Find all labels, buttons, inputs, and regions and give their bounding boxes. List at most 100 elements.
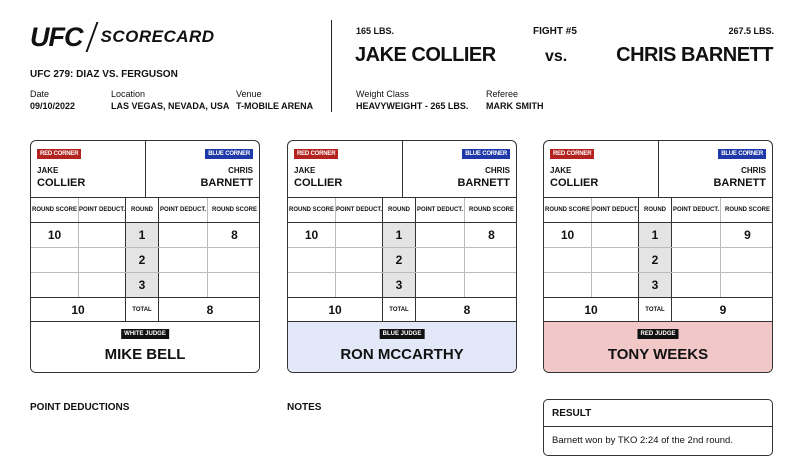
round-number: 1 (382, 223, 416, 247)
blue-last-name: BARNETT (457, 177, 510, 189)
result-divider (544, 426, 772, 427)
scorecard-label: SCORECARD (100, 27, 215, 46)
red-round-score-header: ROUND SCORE (544, 206, 590, 213)
red-round-score-header: ROUND SCORE (31, 206, 77, 213)
blue-round-score: 8 (207, 223, 259, 247)
red-point-deduct-header: POINT DEDUCT. (335, 198, 382, 222)
blue-last-name: BARNETT (713, 177, 766, 189)
blue-point-deduct (672, 223, 720, 247)
total-label: TOTAL (638, 298, 672, 321)
red-point-deduct-header: POINT DEDUCT. (591, 198, 638, 222)
round-number: 2 (382, 248, 416, 272)
referee-label: Referee (486, 89, 519, 99)
location-label: Location (111, 89, 146, 99)
score-header-row: ROUND SCORE POINT DEDUCT. ROUND POINT DE… (31, 198, 259, 223)
red-point-deduct (78, 223, 125, 247)
judge-name: RON MCCARTHY (340, 346, 464, 363)
blue-first-name: CHRIS (228, 166, 253, 175)
blue-corner-badge: BLUE CORNER (718, 149, 766, 159)
red-round-score (288, 248, 335, 272)
venue-label: Venue (236, 89, 262, 99)
blue-round-score-header: ROUND SCORE (720, 198, 772, 222)
judge-name: MIKE BELL (104, 346, 186, 363)
blue-total: 8 (206, 302, 214, 317)
red-point-deduct-header: POINT DEDUCT. (78, 198, 125, 222)
blue-round-score (207, 273, 259, 297)
blue-fighter-weight: 267.5 LBS. (728, 26, 774, 36)
red-first-name: JAKE (550, 166, 572, 175)
red-point-deduct (335, 248, 382, 272)
red-fighter-name: JAKE COLLIER (355, 44, 496, 66)
blue-round-score-header: ROUND SCORE (207, 198, 259, 222)
names-divider (658, 141, 659, 198)
red-total: 10 (584, 302, 598, 317)
red-first-name: JAKE (294, 166, 316, 175)
header-divider (331, 20, 332, 112)
round-number: 3 (638, 273, 672, 297)
red-last-name: COLLIER (294, 177, 343, 189)
judge-name: TONY WEEKS (607, 346, 709, 363)
scorecard-white-judge: RED CORNER BLUE CORNER JAKE COLLIER CHRI… (30, 140, 260, 373)
weight-class-label: Weight Class (356, 89, 409, 99)
red-point-deduct (78, 248, 125, 272)
blue-point-deduct (159, 273, 207, 297)
scorecard-names: RED CORNER BLUE CORNER JAKE COLLIER CHRI… (544, 141, 772, 198)
red-round-score (31, 273, 78, 297)
red-corner-badge: RED CORNER (37, 149, 82, 159)
names-divider (145, 141, 146, 198)
table-row: 3 (544, 273, 772, 298)
table-row: 3 (31, 273, 259, 298)
red-total: 10 (71, 302, 85, 317)
judge-badge: RED JUDGE (637, 329, 679, 339)
score-header-row: ROUND SCORE POINT DEDUCT. ROUND POINT DE… (544, 198, 772, 223)
round-number: 1 (125, 223, 159, 247)
blue-total: 8 (463, 302, 471, 317)
red-round-score (288, 273, 335, 297)
total-label: TOTAL (382, 298, 416, 321)
ufc-logo-text: UFC (30, 21, 83, 52)
blue-point-deduct (672, 273, 720, 297)
blue-round-score (207, 248, 259, 272)
red-point-deduct (78, 273, 125, 297)
red-point-deduct (591, 223, 638, 247)
red-round-score: 10 (47, 228, 62, 242)
table-row: 10 1 8 (31, 223, 259, 248)
table-row: 2 (288, 248, 516, 273)
blue-first-name: CHRIS (741, 166, 766, 175)
point-deductions-title: POINT DEDUCTIONS (30, 402, 130, 413)
blue-round-score: 9 (720, 223, 772, 247)
blue-round-score-header: ROUND SCORE (464, 198, 516, 222)
result-text: Barnett won by TKO 2:24 of the 2nd round… (552, 435, 733, 446)
red-round-score (544, 248, 591, 272)
blue-corner-badge: BLUE CORNER (462, 149, 510, 159)
red-point-deduct (335, 223, 382, 247)
round-header: ROUND (382, 198, 416, 222)
judge-section: BLUE JUDGE RON MCCARTHY (288, 322, 516, 372)
logo-slash (85, 22, 98, 52)
scorecard-red-judge: RED CORNER BLUE CORNER JAKE COLLIER CHRI… (543, 140, 773, 373)
round-number: 2 (125, 248, 159, 272)
round-number: 3 (125, 273, 159, 297)
date-value: 09/10/2022 (30, 101, 76, 111)
notes-title: NOTES (287, 402, 322, 413)
table-row: 10 1 8 (288, 223, 516, 248)
red-round-score: 10 (560, 228, 575, 242)
blue-round-score (720, 248, 772, 272)
date-label: Date (30, 89, 50, 99)
table-row: 2 (31, 248, 259, 273)
red-round-score: 10 (304, 228, 319, 242)
red-last-name: COLLIER (550, 177, 599, 189)
result-title: RESULT (552, 408, 592, 419)
red-total: 10 (328, 302, 342, 317)
referee-value: MARK SMITH (486, 101, 544, 111)
blue-fighter-name: CHRIS BARNETT (616, 44, 773, 66)
round-number: 2 (638, 248, 672, 272)
result-box: RESULT Barnett won by TKO 2:24 of the 2n… (543, 399, 773, 456)
fight-number: FIGHT #5 (533, 26, 577, 37)
blue-point-deduct-header: POINT DEDUCT. (672, 206, 719, 213)
round-header: ROUND (638, 198, 672, 222)
round-header: ROUND (125, 198, 159, 222)
red-corner-badge: RED CORNER (550, 149, 595, 159)
blue-corner-badge: BLUE CORNER (205, 149, 253, 159)
red-corner-badge: RED CORNER (294, 149, 339, 159)
